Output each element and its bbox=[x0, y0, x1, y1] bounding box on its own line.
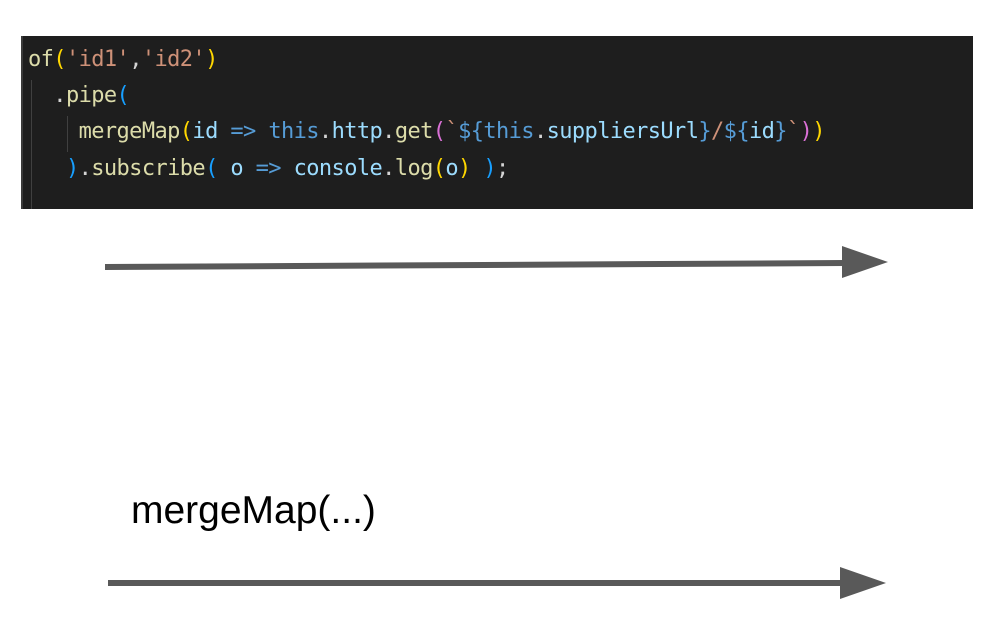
code-token: ( bbox=[432, 119, 446, 144]
code-token: mergeMap bbox=[78, 119, 181, 144]
code-token: ) bbox=[470, 156, 496, 181]
arrowhead-icon bbox=[840, 567, 886, 599]
code-token: ) bbox=[53, 156, 79, 181]
indent-guide bbox=[31, 80, 32, 209]
code-token: log bbox=[394, 156, 434, 181]
code-token: . bbox=[318, 119, 332, 144]
code-token: 'id2' bbox=[141, 47, 206, 72]
code-token bbox=[28, 83, 53, 108]
code-token: id bbox=[192, 119, 218, 144]
code-token: ; bbox=[496, 156, 509, 181]
code-token: ) bbox=[799, 119, 813, 144]
code-token bbox=[28, 119, 79, 144]
code-token: . bbox=[382, 119, 395, 144]
code-token: id bbox=[748, 119, 775, 144]
code-token: ` bbox=[445, 119, 459, 144]
code-token: ` bbox=[786, 119, 800, 144]
source-stream-arrow bbox=[104, 246, 888, 278]
code-token: get bbox=[394, 119, 434, 144]
code-line-1: of('id1','id2') bbox=[28, 42, 218, 78]
code-token: this bbox=[483, 119, 534, 144]
code-token: ( bbox=[179, 119, 193, 144]
code-token: ( bbox=[432, 156, 446, 181]
code-token: pipe bbox=[65, 83, 117, 108]
code-token: o bbox=[445, 156, 459, 181]
operator-label: mergeMap(...) bbox=[131, 489, 376, 532]
code-token: => bbox=[243, 156, 294, 181]
result-stream-arrow bbox=[108, 567, 886, 599]
code-token: . bbox=[53, 83, 66, 108]
code-token: ( bbox=[53, 47, 66, 72]
code-token: ) bbox=[812, 119, 825, 144]
code-token: . bbox=[382, 156, 395, 181]
code-token: ) bbox=[205, 47, 218, 72]
code-token: ( bbox=[116, 83, 130, 108]
code-token: subscribe bbox=[91, 156, 206, 181]
code-token: suppliersUrl bbox=[546, 119, 699, 144]
code-token: / bbox=[711, 119, 724, 144]
code-token: . bbox=[533, 119, 547, 144]
code-token: this bbox=[268, 119, 319, 144]
code-token: } bbox=[698, 119, 712, 144]
code-line-3: mergeMap(id => this.http.get(`${this.sup… bbox=[28, 114, 826, 150]
code-token: } bbox=[774, 119, 787, 144]
source-stream-line bbox=[104, 260, 846, 270]
indent-guide bbox=[67, 116, 68, 152]
code-token: console bbox=[293, 156, 383, 181]
code-token bbox=[28, 156, 53, 181]
code-snippet: of('id1','id2') .pipe( mergeMap(id => th… bbox=[21, 36, 973, 209]
code-token: ) bbox=[458, 156, 471, 181]
code-line-4: ).subscribe( o => console.log(o) ); bbox=[28, 151, 509, 187]
code-token: o bbox=[217, 156, 244, 181]
code-token: of bbox=[28, 47, 54, 72]
code-token: ${ bbox=[723, 119, 750, 144]
arrowhead-icon bbox=[842, 246, 888, 278]
code-token: , bbox=[129, 47, 142, 72]
code-token: http bbox=[331, 119, 383, 144]
code-token: 'id1' bbox=[65, 47, 130, 72]
code-token: . bbox=[78, 156, 92, 181]
code-token: => bbox=[217, 119, 269, 144]
code-token: ( bbox=[205, 156, 218, 181]
code-line-2: .pipe( bbox=[28, 78, 129, 114]
code-token: ${ bbox=[458, 119, 484, 144]
